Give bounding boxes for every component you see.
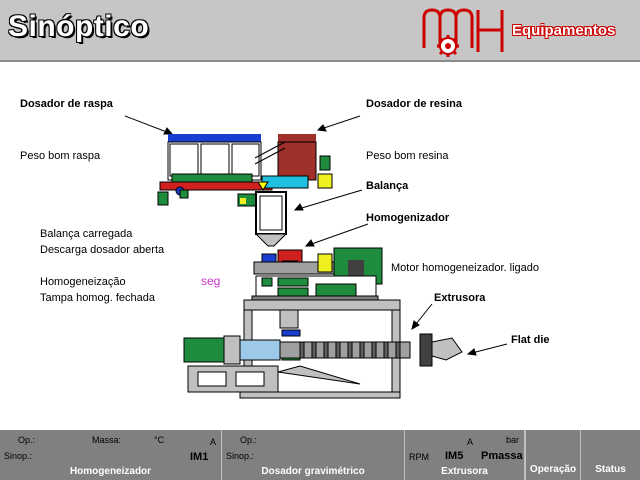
operacao-label: Operação xyxy=(529,464,577,475)
arrow-dosador-resina xyxy=(317,115,361,131)
status-homogeneizacao: Homogeneização xyxy=(40,276,126,288)
dosador-resina-unit xyxy=(254,134,333,191)
label-balanca: Balança xyxy=(366,180,409,192)
dosador-title: Dosador gravimétrico xyxy=(261,466,365,477)
page-title: Sinóptico xyxy=(8,10,150,43)
footer-homogeneizador[interactable]: Op.: Massa: °C A Sinop.: IM1 Homogeneiza… xyxy=(0,430,222,480)
balanca-unit xyxy=(237,191,288,247)
dosador-raspa-unit xyxy=(157,134,273,206)
label-homogenizador: Homogenizador xyxy=(366,212,450,224)
label-dosador-resina: Dosador de resina xyxy=(366,98,462,110)
homog-title: Homogeneizador xyxy=(69,466,152,477)
brand-name: Equipamentos xyxy=(512,22,616,39)
homog-motor-indicator: IM1 xyxy=(190,451,209,463)
homog-massa-label: Massa: xyxy=(92,435,122,445)
homog-current-unit: A xyxy=(210,437,217,447)
label-peso-raspa: Peso bom raspa xyxy=(20,150,101,162)
status-descarga-aberta: Descarga dosador aberta xyxy=(40,244,165,256)
label-flat-die: Flat die xyxy=(511,334,550,346)
extrusora-current-unit: A xyxy=(467,437,474,447)
status-button[interactable]: Status xyxy=(580,430,640,480)
extrusora-title: Extrusora xyxy=(441,466,488,477)
extrusora-pressure-unit: bar xyxy=(506,435,520,445)
footer-panel: Op.: Massa: °C A Sinop.: IM1 Homogeneiza… xyxy=(0,430,640,480)
arrow-dosador-raspa xyxy=(124,115,173,135)
extrusora-pmassa-label: Pmassa xyxy=(481,450,523,462)
homog-temp-unit: °C xyxy=(154,435,165,445)
extrusora-unit xyxy=(183,299,463,399)
status-label: Status xyxy=(595,464,626,475)
label-extrusora: Extrusora xyxy=(434,292,486,304)
dosador-op-label: Op.: xyxy=(240,435,258,445)
label-dosador-raspa: Dosador de raspa xyxy=(20,98,113,110)
status-balanca-carregada: Balança carregada xyxy=(40,228,133,240)
status-motor-ligado: Motor homogeneizador. ligado xyxy=(391,262,539,274)
arrow-homogenizador xyxy=(305,223,369,247)
dosador-sinop-label: Sinop.: xyxy=(226,451,255,461)
homogeneizador-unit xyxy=(251,247,383,301)
homog-sinop-label: Sinop.: xyxy=(4,451,33,461)
status-tampa-fechada: Tampa homog. fechada xyxy=(40,292,155,304)
homog-op-label: Op.: xyxy=(18,435,36,445)
operacao-button[interactable]: Operação xyxy=(525,430,580,480)
synoptic-canvas: Dosador de raspa Dosador de resina Peso … xyxy=(0,64,640,430)
extrusora-rpm-unit: RPM xyxy=(409,452,429,462)
footer-dosador[interactable]: Op.: Sinop.: Dosador gravimétrico xyxy=(222,430,405,480)
homogeneizacao-seconds-unit: seg xyxy=(201,274,221,288)
company-logo xyxy=(422,8,504,57)
process-diagram xyxy=(124,115,508,399)
label-peso-resina: Peso bom resina xyxy=(366,150,449,162)
header-bar: Sinóptico Equipamentos xyxy=(0,0,640,62)
footer-extrusora[interactable]: A bar RPM IM5 Pmassa Extrusora xyxy=(405,430,525,480)
extrusora-motor-indicator: IM5 xyxy=(445,450,464,462)
arrow-balanca xyxy=(294,189,363,211)
